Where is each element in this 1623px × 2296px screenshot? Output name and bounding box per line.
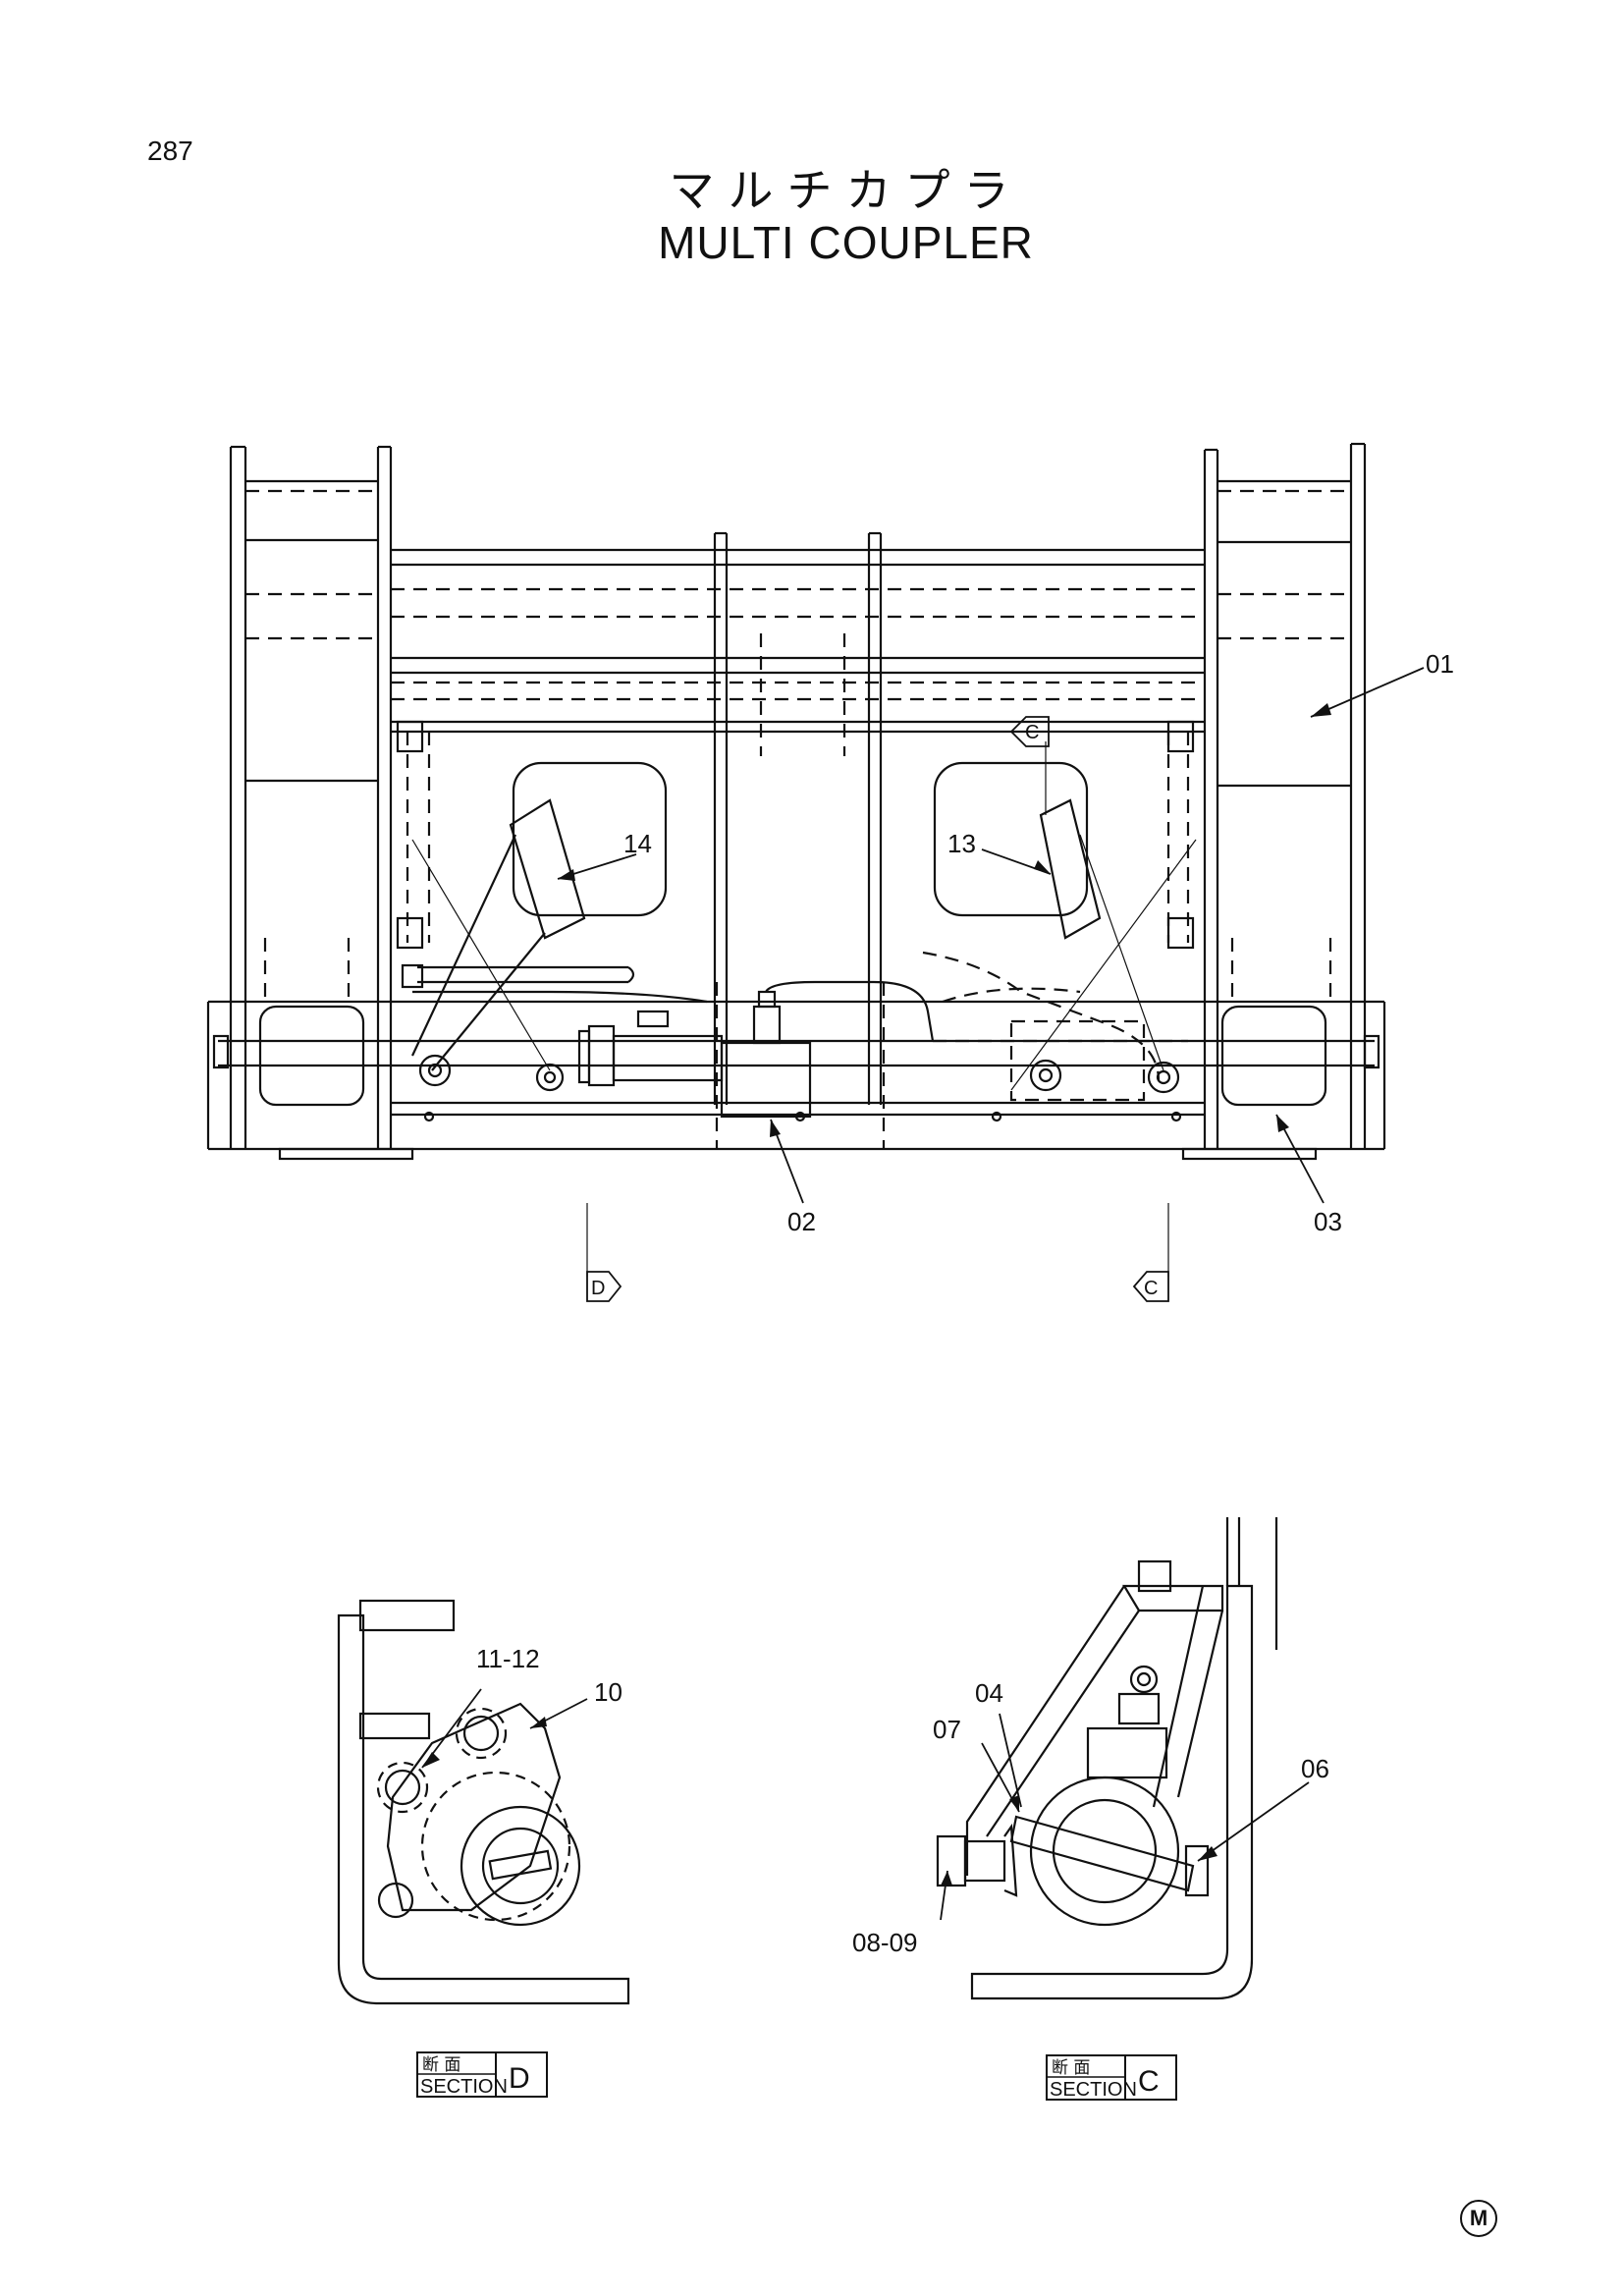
main-frame-view xyxy=(206,442,1386,1161)
label-08-09: 08-09 xyxy=(852,1928,918,1957)
title-japanese: マルチカプラ xyxy=(669,165,1023,216)
section-d-en: SECTION xyxy=(420,2076,508,2098)
section-c-view xyxy=(936,1517,1278,2000)
hidden-lines xyxy=(245,489,1351,1149)
label-10: 10 xyxy=(594,1677,622,1707)
section-c-label: 断 面 SECTION C xyxy=(1046,2054,1177,2101)
label-04: 04 xyxy=(975,1678,1003,1708)
section-c-en: SECTION xyxy=(1050,2079,1137,2101)
section-d-jp: 断 面 xyxy=(422,2055,460,2075)
label-06: 06 xyxy=(1301,1754,1329,1783)
label-07: 07 xyxy=(933,1715,961,1744)
title-english: MULTI COUPLER xyxy=(658,217,1034,268)
label-11-12: 11-12 xyxy=(476,1644,540,1673)
construction-lines xyxy=(411,741,1197,1277)
label-01: 01 xyxy=(1426,649,1454,679)
section-d-view xyxy=(337,1599,630,2005)
view-marker-c-bottom: C xyxy=(1144,1278,1158,1299)
section-d-letter: D xyxy=(509,2062,530,2095)
view-marker-d: D xyxy=(591,1278,605,1299)
leader-lines xyxy=(421,667,1425,1921)
label-03: 03 xyxy=(1314,1207,1342,1236)
view-arrow-markers xyxy=(586,716,1169,1302)
section-d-label: 断 面 SECTION D xyxy=(416,2051,548,2098)
page-number: 287 xyxy=(147,136,193,166)
label-13: 13 xyxy=(947,829,976,858)
arrowheads xyxy=(422,703,1331,1886)
label-14: 14 xyxy=(623,829,652,858)
label-02: 02 xyxy=(787,1207,816,1236)
section-c-jp: 断 面 xyxy=(1052,2058,1090,2078)
section-c-letter: C xyxy=(1138,2065,1160,2098)
corner-mark: M xyxy=(1460,2200,1497,2237)
view-marker-c-top: C xyxy=(1025,722,1039,743)
